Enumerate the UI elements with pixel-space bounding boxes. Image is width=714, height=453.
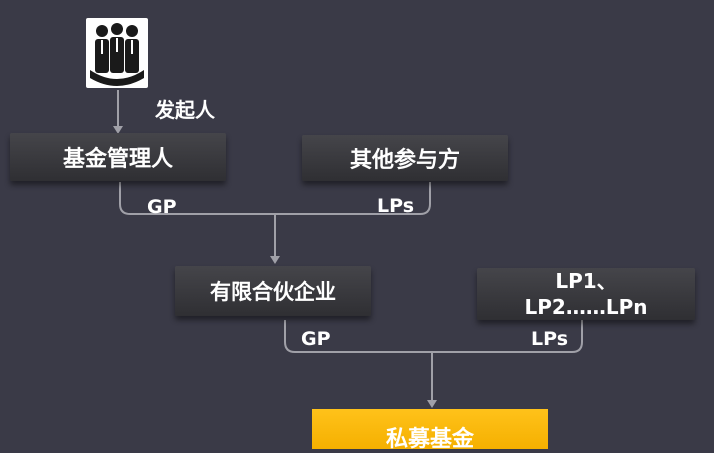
- lp-list-line-1: LP1、: [555, 269, 617, 293]
- other-participants-box: 其他参与方: [302, 135, 508, 181]
- arrowhead-partnership: [270, 256, 280, 264]
- private-fund-label: 私募基金: [385, 427, 474, 452]
- org-chart: 发起人 基金管理人 其他参与方 GP LPs 有限合伙企业 LP1、 LP2………: [10, 18, 695, 452]
- lps-label-top: LPs: [377, 195, 415, 217]
- lp-list-box: LP1、 LP2……LPn: [477, 268, 695, 320]
- lps-label-bottom: LPs: [531, 328, 569, 350]
- gp-label-bottom: GP: [301, 328, 331, 350]
- limited-partnership-box: 有限合伙企业: [175, 266, 371, 316]
- arrowhead-manager: [113, 126, 123, 134]
- founder-label: 发起人: [155, 98, 215, 122]
- connector-bottom-bracket: [284, 320, 583, 353]
- arrowhead-fund: [427, 400, 437, 408]
- private-fund-box: 私募基金: [312, 409, 548, 452]
- people-group-icon: [86, 18, 148, 88]
- lp-list-line-2: LP2……LPn: [524, 295, 648, 319]
- gp-label-top: GP: [147, 196, 177, 218]
- connector-lines: [113, 90, 583, 408]
- fund-manager-box: 基金管理人: [10, 133, 226, 181]
